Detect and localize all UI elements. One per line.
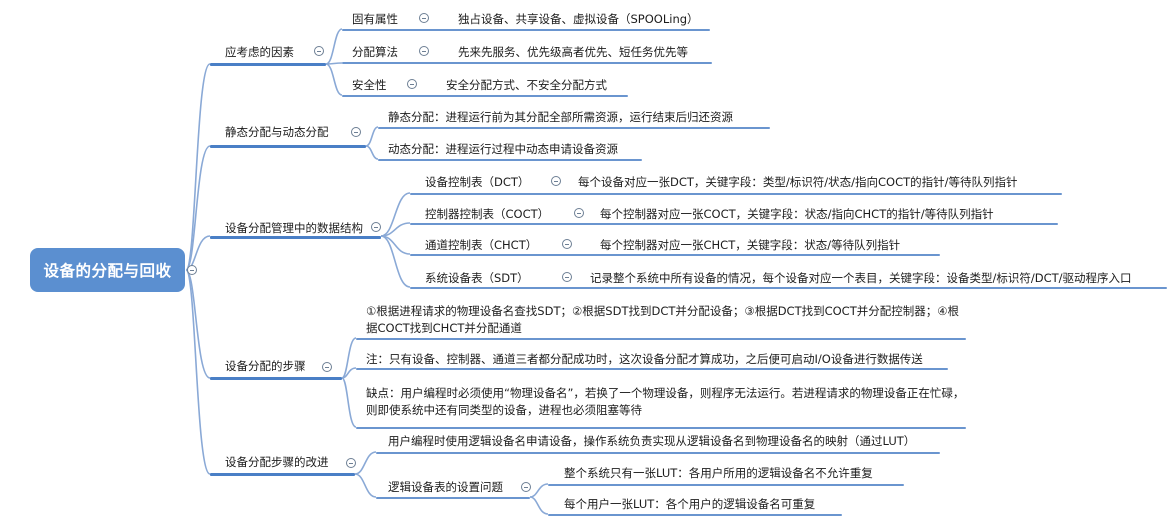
node-underline — [376, 497, 530, 499]
static-dynamic-item[interactable]: 静态分配：进程运行前为其分配全部所需资源，运行结束后归还资源 — [388, 110, 733, 124]
node-underline — [356, 427, 966, 429]
collapse-toggle-icon[interactable] — [322, 362, 332, 372]
data-structure-label[interactable]: 通道控制表（CHCT） — [425, 238, 538, 252]
lut-option[interactable]: 每个用户一张LUT：各个用户的逻辑设备名可重复 — [564, 497, 816, 511]
collapse-toggle-icon[interactable] — [562, 272, 572, 282]
data-structure-detail[interactable]: 每个控制器对应一张COCT，关键字段：状态/指向CHCT的指针/等待队列指针 — [600, 207, 994, 221]
collapse-toggle-icon[interactable] — [351, 127, 361, 137]
root-topic[interactable]: 设备的分配与回收 — [30, 248, 185, 292]
step-item[interactable]: 注：只有设备、控制器、通道三者都分配成功时，这次设备分配才算成功，之后便可启动I… — [366, 352, 923, 366]
branch-steps-label[interactable]: 设备分配的步骤 — [225, 359, 306, 373]
data-structure-detail[interactable]: 每个设备对应一张DCT，关键字段：类型/标识符/状态/指向COCT的指针/等待队… — [578, 175, 1018, 189]
data-structure-label[interactable]: 系统设备表（SDT） — [425, 271, 529, 285]
node-underline — [342, 29, 710, 31]
branch-underline — [210, 377, 342, 380]
collapse-toggle-icon[interactable] — [407, 79, 417, 89]
branch-underline — [210, 236, 381, 239]
node-underline — [548, 484, 904, 486]
node-underline — [410, 193, 1062, 195]
node-underline — [410, 223, 1058, 225]
collapse-toggle-icon[interactable] — [371, 222, 381, 232]
collapse-toggle-icon[interactable] — [419, 13, 429, 23]
improvement-item[interactable]: 用户编程时使用逻辑设备名申请设备，操作系统负责实现从逻辑设备名到物理设备名的映射… — [388, 434, 916, 448]
lut-setting-label[interactable]: 逻辑设备表的设置问题 — [388, 480, 503, 494]
node-underline — [378, 159, 642, 161]
factor-item-label[interactable]: 分配算法 — [352, 45, 398, 59]
branch-factors-label[interactable]: 应考虑的因素 — [225, 45, 294, 59]
branch-data-structures-label[interactable]: 设备分配管理中的数据结构 — [225, 221, 363, 235]
node-underline — [356, 338, 966, 340]
data-structure-label[interactable]: 设备控制表（DCT） — [425, 175, 530, 189]
collapse-toggle-icon[interactable] — [346, 458, 356, 468]
node-underline — [378, 127, 770, 129]
node-underline — [342, 95, 628, 97]
node-underline — [356, 368, 948, 370]
factor-item-detail[interactable]: 独占设备、共享设备、虚拟设备（SPOOLing） — [458, 12, 699, 26]
node-underline — [376, 452, 940, 454]
data-structure-detail[interactable]: 记录整个系统中所有设备的情况，每个设备对应一个表目，关键字段：设备类型/标识符/… — [590, 271, 1132, 285]
data-structure-label[interactable]: 控制器控制表（COCT） — [425, 207, 550, 221]
step-item[interactable]: ①根据进程请求的物理设备名查找SDT；②根据SDT找到DCT并分配设备；③根据D… — [366, 304, 960, 335]
factor-item-label[interactable]: 固有属性 — [352, 12, 398, 26]
branch-underline — [210, 145, 366, 148]
branch-improvement-label[interactable]: 设备分配步骤的改进 — [225, 455, 329, 469]
node-underline — [410, 287, 1167, 289]
node-underline — [342, 62, 712, 64]
collapse-toggle-icon[interactable] — [574, 208, 584, 218]
static-dynamic-item[interactable]: 动态分配：进程运行过程中动态申请设备资源 — [388, 142, 618, 156]
collapse-toggle-icon[interactable] — [521, 482, 531, 492]
collapse-toggle-icon[interactable] — [562, 239, 572, 249]
lut-option[interactable]: 整个系统只有一张LUT：各用户所用的逻辑设备名不允许重复 — [564, 466, 873, 480]
node-underline — [548, 514, 842, 516]
factor-item-label[interactable]: 安全性 — [352, 78, 387, 92]
branch-underline — [210, 473, 355, 476]
collapse-toggle-icon[interactable] — [187, 265, 197, 275]
factor-item-detail[interactable]: 安全分配方式、不安全分配方式 — [446, 78, 607, 92]
step-item[interactable]: 缺点：用户编程时必须使用“物理设备名”，若换了一个物理设备，则程序无法运行。若进… — [366, 386, 965, 417]
collapse-toggle-icon[interactable] — [314, 46, 324, 56]
node-underline — [410, 254, 940, 256]
factor-item-detail[interactable]: 先来先服务、优先级高者优先、短任务优先等 — [458, 45, 688, 59]
data-structure-detail[interactable]: 每个控制器对应一张CHCT，关键字段：状态/等待队列指针 — [600, 238, 901, 252]
branch-static-dynamic-label[interactable]: 静态分配与动态分配 — [225, 125, 329, 139]
collapse-toggle-icon[interactable] — [551, 176, 561, 186]
branch-underline — [210, 63, 326, 66]
collapse-toggle-icon[interactable] — [419, 46, 429, 56]
